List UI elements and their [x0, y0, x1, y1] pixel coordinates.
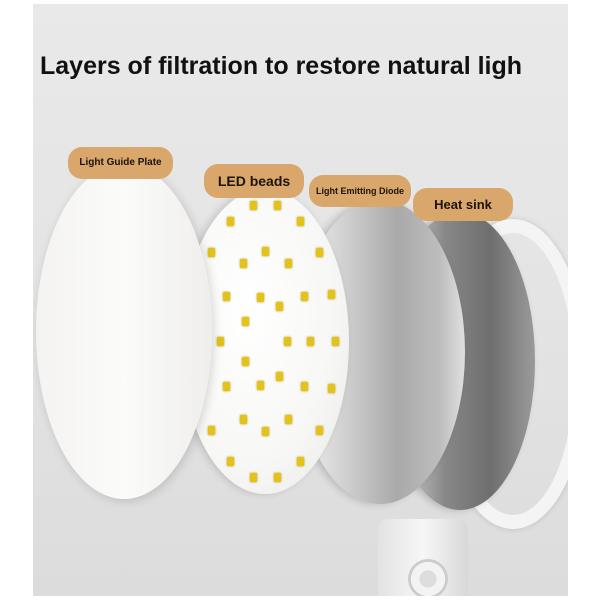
led-bead: [274, 201, 282, 211]
label-light-guide-plate: Light Guide Plate: [68, 147, 173, 179]
led-bead: [217, 337, 224, 346]
led-bead: [223, 292, 231, 301]
led-bead: [208, 248, 216, 258]
led-bead: [300, 292, 308, 301]
label-light-emitting-diode: Light Emitting Diode: [309, 175, 411, 207]
led-bead: [300, 382, 308, 391]
led-bead: [249, 472, 257, 482]
led-bead: [239, 414, 247, 424]
led-bead: [275, 301, 283, 311]
led-bead: [249, 201, 257, 211]
led-bead: [257, 380, 265, 390]
led-bead: [262, 427, 269, 436]
led-bead: [332, 337, 339, 346]
led-bead: [327, 289, 335, 299]
led-bead: [227, 217, 234, 227]
label-heat-sink: Heat sink: [413, 188, 513, 221]
led-bead: [297, 217, 304, 227]
led-bead: [315, 425, 323, 435]
led-bead: [297, 456, 304, 466]
led-bead: [307, 337, 314, 346]
led-bead: [257, 293, 265, 303]
led-bead: [262, 247, 269, 256]
led-bead: [284, 259, 292, 269]
led-bead: [227, 456, 234, 466]
label-led-beads: LED beads: [204, 164, 304, 198]
led-bead: [242, 317, 250, 327]
led-bead: [284, 414, 292, 424]
led-bead: [242, 356, 250, 366]
led-bead: [284, 337, 291, 346]
scene: Layers of filtration to restore natural …: [33, 4, 568, 596]
led-bead: [275, 372, 283, 382]
led-bead: [223, 382, 231, 391]
led-bead: [274, 472, 282, 482]
fan-grille: [408, 559, 448, 596]
led-bead: [327, 384, 335, 394]
light-guide-plate-disc: [36, 164, 212, 499]
led-bead: [208, 425, 216, 435]
led-bead: [239, 259, 247, 269]
led-bead: [315, 248, 323, 258]
headline: Layers of filtration to restore natural …: [40, 52, 523, 80]
